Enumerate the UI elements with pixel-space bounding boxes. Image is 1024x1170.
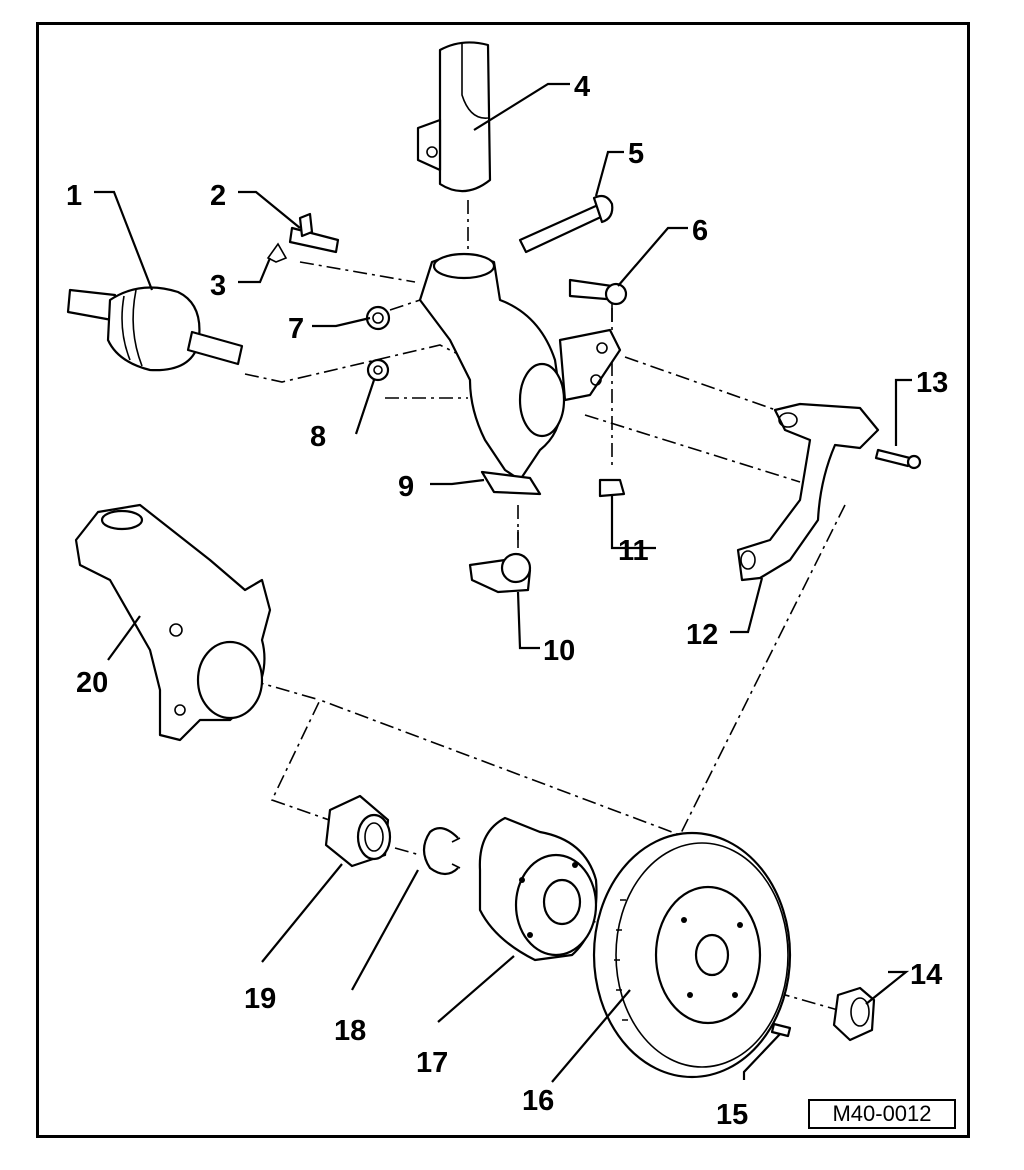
callout-8: 8 [310,421,326,453]
leader-lines [94,82,912,1083]
part-17-hub [478,816,598,962]
part-19-bearing [324,794,392,868]
part-4-strut [416,41,492,193]
part-9-plate [480,470,542,496]
steering-knuckle [418,252,622,482]
callout-19: 19 [244,983,276,1015]
part-7-nut [365,305,391,331]
callout-9: 9 [398,471,414,503]
callout-15: 15 [716,1099,748,1131]
callout-2: 2 [210,180,226,212]
callout-17: 17 [416,1047,448,1079]
part-11-nut [598,478,626,498]
callout-10: 10 [543,635,575,667]
part-12-wishbone [736,402,880,582]
callout-4: 4 [574,71,590,103]
part-20-knuckle [74,503,272,742]
part-8-nut [366,358,390,382]
callout-12: 12 [686,619,718,651]
part-2-clamp-bolt [288,212,340,254]
part-5-bolt [518,194,614,254]
part-18-circlip [422,827,461,876]
callout-5: 5 [628,138,644,170]
callout-16: 16 [522,1085,554,1117]
callout-labels: 1 2 3 4 5 6 7 8 9 10 11 12 13 14 15 16 1… [66,71,948,1131]
callout-11: 11 [618,535,649,567]
part-13-bolt [874,448,922,470]
callout-14: 14 [910,959,942,991]
callout-20: 20 [76,667,108,699]
callout-6: 6 [692,215,708,247]
callout-13: 13 [916,367,948,399]
part-6-tie-rod-end [568,278,628,322]
callout-7: 7 [288,313,304,345]
part-3-clip [266,242,288,263]
part-14-hub-nut [832,986,876,1042]
part-10-ball-joint [468,530,532,594]
part-1-drive-shaft [66,286,244,372]
callout-3: 3 [210,270,226,302]
part-15-screw [770,1022,792,1038]
reference-code-box: M40-0012 [808,1099,956,1129]
callout-1: 1 [66,180,82,212]
part-16-brake-disc [592,831,792,1079]
callout-18: 18 [334,1015,366,1047]
